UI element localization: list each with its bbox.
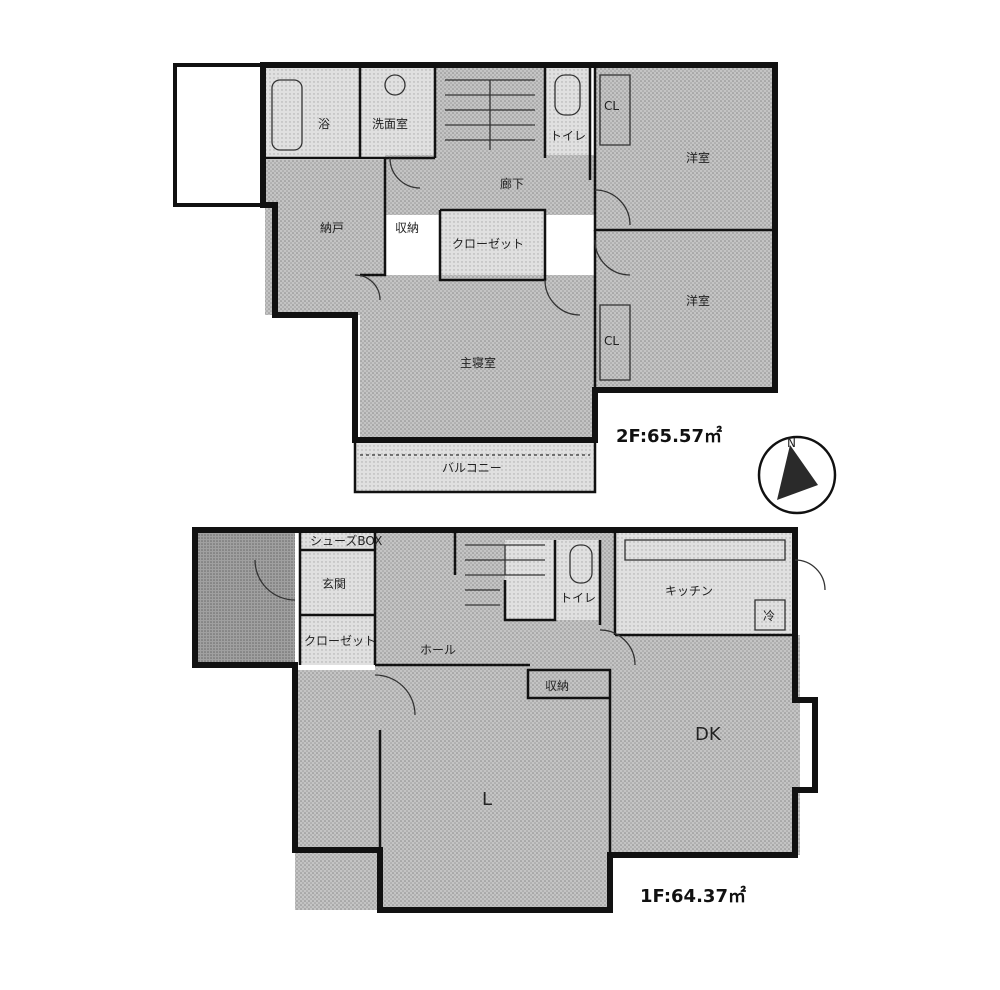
toilet-label-1f: トイレ xyxy=(560,591,596,605)
bath-room xyxy=(265,65,360,158)
balcony-room xyxy=(355,440,595,492)
closet-label-2f: クローゼット xyxy=(452,237,524,251)
fridge-label: 冷 xyxy=(763,609,775,623)
bedroom-b-label: 洋室 xyxy=(686,293,710,308)
shoes-label: シューズBOX xyxy=(310,533,382,548)
master-room xyxy=(360,275,595,440)
compass-label: N xyxy=(787,436,796,450)
porch-area xyxy=(195,530,295,665)
dk-room xyxy=(610,635,800,855)
compass-arrow-icon xyxy=(777,445,818,500)
cl-a-label: CL xyxy=(604,99,619,113)
living-room xyxy=(295,670,610,910)
shoes-room xyxy=(300,530,375,550)
living-label: L xyxy=(482,789,492,810)
compass: N xyxy=(757,435,837,515)
storage-label-1f: 収納 xyxy=(545,679,569,693)
void-area xyxy=(173,63,265,207)
entrance-room xyxy=(300,550,375,615)
dk-label: DK xyxy=(695,724,722,745)
bedroom-a-label: 洋室 xyxy=(686,150,710,165)
first-floor-plan: シューズBOX 玄関 クローゼット ホール トイレ キッチン 冷 収納 DK L… xyxy=(192,527,826,913)
area-1f: 1F:64.37㎡ xyxy=(640,885,746,907)
bath-label: 浴 xyxy=(318,117,330,131)
closet-room-2f xyxy=(440,210,545,280)
closet-room-1f xyxy=(300,615,375,665)
washroom-label: 洗面室 xyxy=(372,116,408,131)
bedroom-a-room xyxy=(595,65,775,230)
hall-label: ホール xyxy=(420,643,456,657)
balcony-rail xyxy=(353,440,597,494)
bedroom-b-room xyxy=(595,230,775,390)
cl-b-label: CL xyxy=(604,334,619,348)
hallway-label: 廊下 xyxy=(500,176,524,191)
closet-small-label: 収納 xyxy=(395,221,419,235)
master-label: 主寝室 xyxy=(460,355,496,370)
closet-label-1f: クローゼット xyxy=(304,634,376,648)
kitchen-label: キッチン xyxy=(665,584,713,598)
toilet-room-1f xyxy=(505,540,600,620)
area-2f: 2F:65.57㎡ xyxy=(616,425,722,447)
hallway-room xyxy=(385,155,595,215)
entrance-label: 玄関 xyxy=(322,576,346,591)
toilet-room-2f xyxy=(545,65,590,158)
storage-label: 納戸 xyxy=(320,221,344,235)
washroom-room xyxy=(360,65,435,158)
second-floor-plan: 浴 洗面室 廊下 トイレ 納戸 収納 クローゼット 洋室 洋室 主寝室 バルコニ… xyxy=(173,62,778,494)
toilet-label-2f: トイレ xyxy=(550,129,586,143)
balcony-label: バルコニー xyxy=(442,461,502,475)
kitchen-room xyxy=(615,530,795,635)
